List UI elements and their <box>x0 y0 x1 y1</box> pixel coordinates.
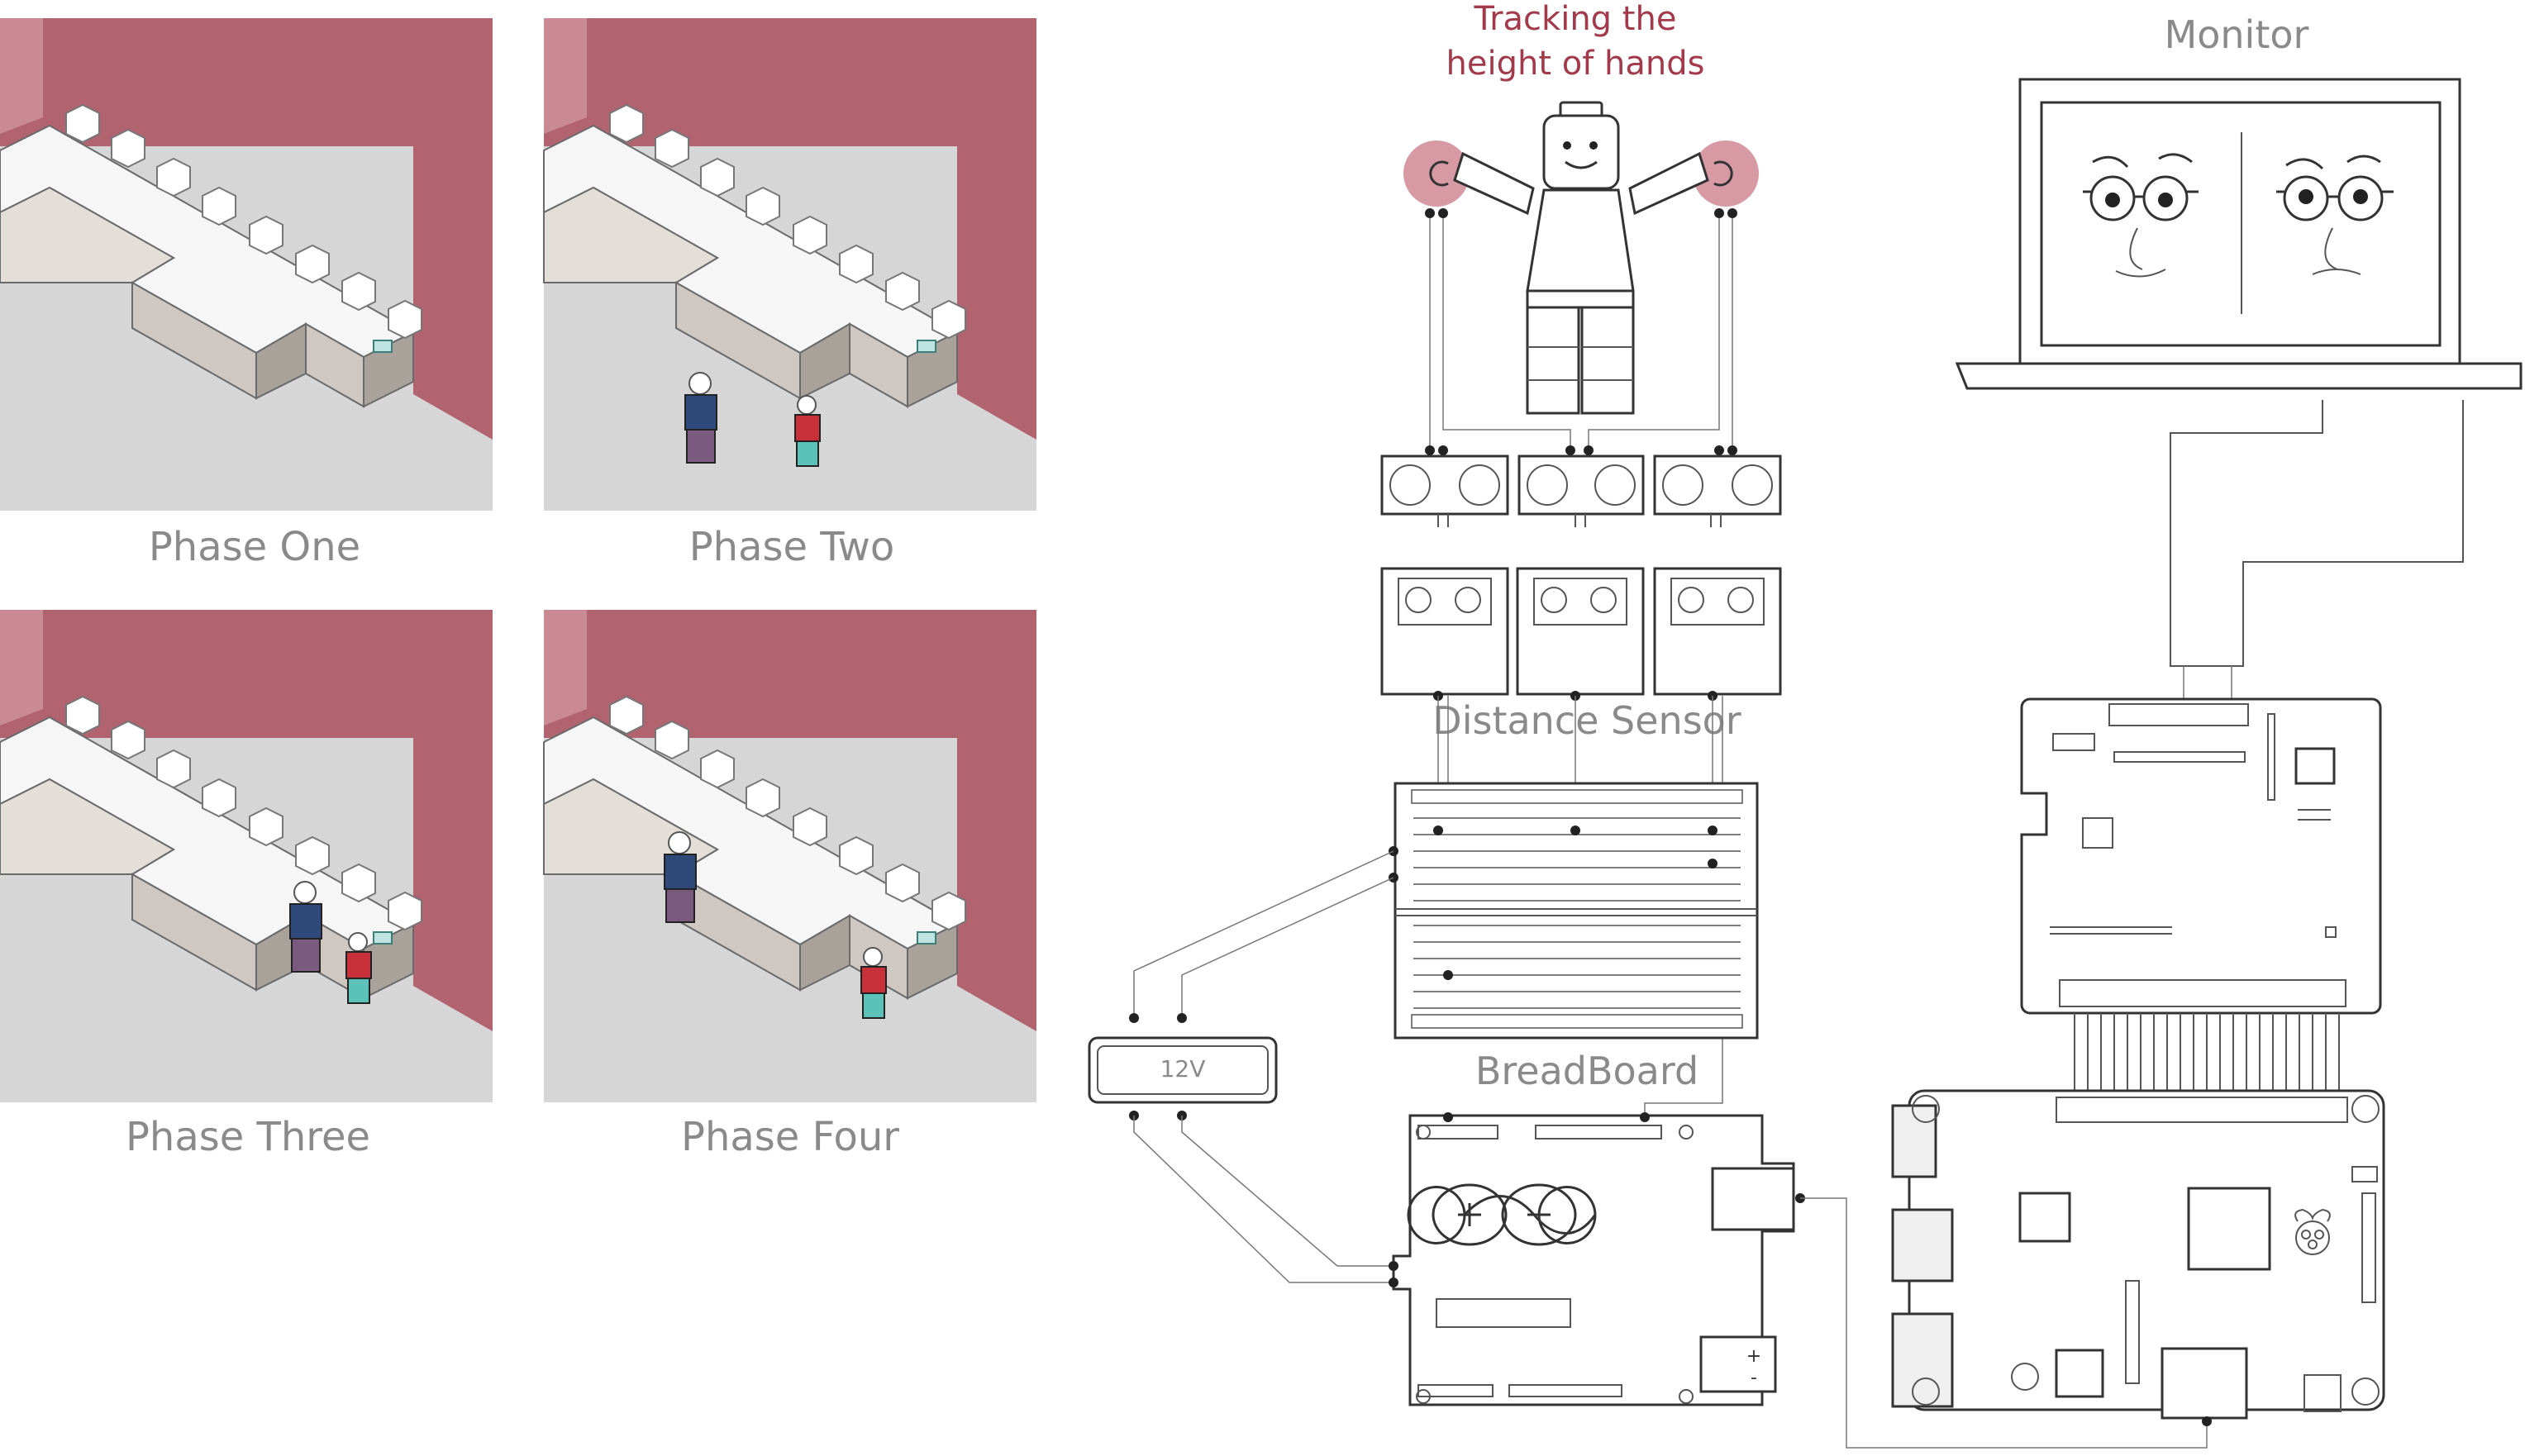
distance-sensor-label: Distance Sensor <box>1432 698 1741 743</box>
phase-two-label: Phase Two <box>689 524 895 570</box>
face-icon <box>2276 155 2394 275</box>
power-label: 12V <box>1160 1055 1206 1082</box>
dc-jack-minus: - <box>1751 1368 1757 1388</box>
lego-figure-icon <box>1403 101 1759 415</box>
phase-two-panel <box>543 17 1037 512</box>
usb-wire <box>1800 1197 2208 1449</box>
dc-jack-plus: + <box>1746 1346 1761 1367</box>
visitor-red <box>794 395 821 467</box>
face-icon <box>2083 153 2199 278</box>
hand-wires <box>1425 208 1737 455</box>
power-supply <box>1088 850 1394 1283</box>
arduino-board <box>1389 1112 1805 1406</box>
phase-four-label: Phase Four <box>681 1114 899 1160</box>
hdmi-cable <box>2170 400 2464 667</box>
visitor-red <box>860 947 887 1019</box>
right-hand-tracker <box>1693 140 1759 207</box>
raspberry-pi-board <box>1891 1089 2385 1426</box>
left-hand-tracker <box>1403 140 1470 207</box>
visitor-red <box>345 932 372 1004</box>
ultrasonic-sensors-front <box>1380 454 1782 527</box>
tracking-title-line1: Tracking the <box>1474 0 1677 38</box>
display-controller-board <box>2020 697 2382 1015</box>
breadboard <box>1389 782 1759 1040</box>
phase-one-panel <box>0 17 493 512</box>
arduino-logo-icon <box>1407 1183 1597 1246</box>
distance-sensor-boxes <box>1380 567 1782 701</box>
breadboard-label: BreadBoard <box>1475 1049 1698 1093</box>
monitor <box>1955 78 2523 390</box>
monitor-label: Monitor <box>2165 12 2309 57</box>
phase-three-panel <box>0 609 493 1103</box>
phase-four-panel <box>543 609 1037 1103</box>
ribbon-cable <box>2074 1013 2340 1096</box>
phase-three-label: Phase Three <box>126 1114 370 1160</box>
tracking-title-line2: height of hands <box>1446 45 1705 83</box>
raspberry-pi-logo-icon <box>2294 1208 2331 1255</box>
phase-one-label: Phase One <box>149 524 360 570</box>
